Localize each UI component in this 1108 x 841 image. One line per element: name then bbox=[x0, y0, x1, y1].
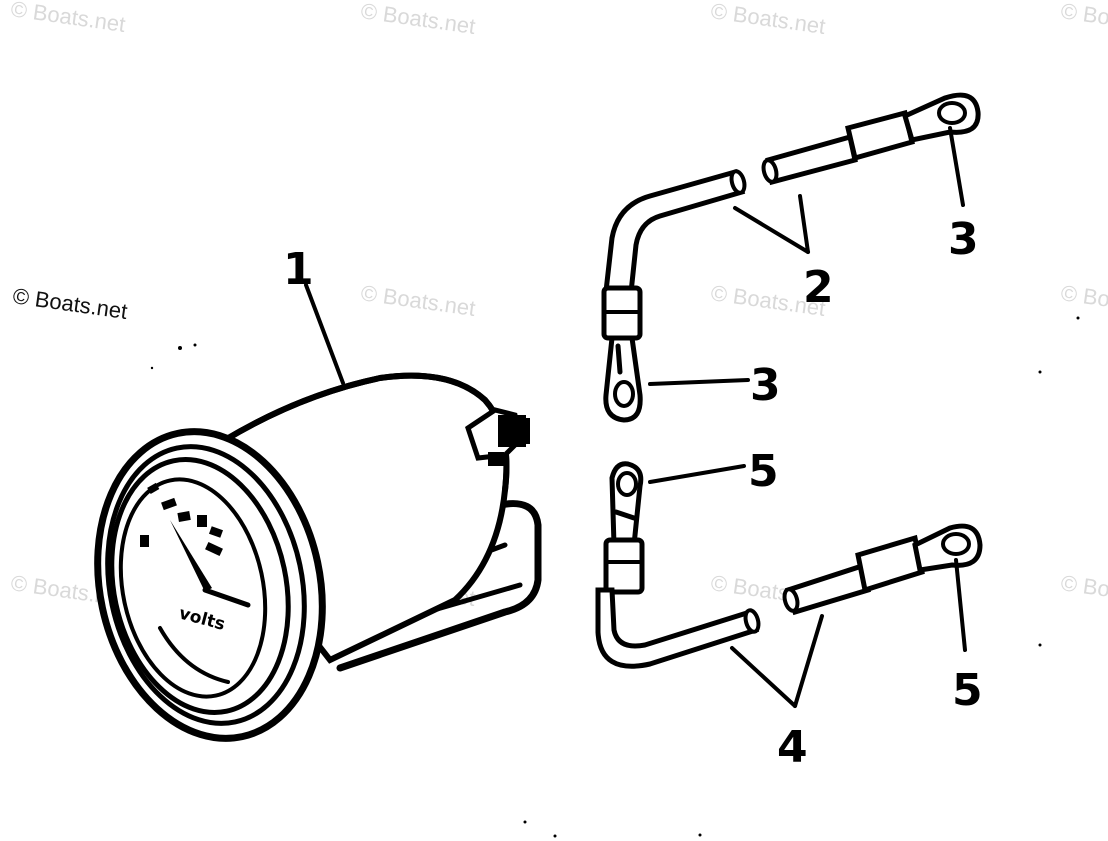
watermark: © Boats.net bbox=[11, 283, 129, 324]
print-specks bbox=[150, 316, 1080, 838]
voltmeter-gauge: volts bbox=[94, 372, 542, 742]
callout-3-middle: 3 bbox=[750, 360, 781, 411]
watermark: © Boats.net bbox=[1059, 280, 1108, 321]
callout-labels: 1 2 3 3 5 4 5 bbox=[283, 214, 983, 773]
watermark: © Boats.net bbox=[359, 0, 477, 39]
gauge-needle bbox=[170, 520, 212, 592]
dial-scale bbox=[140, 482, 224, 557]
watermark: © Boats.net bbox=[359, 280, 477, 321]
callout-5-middle: 5 bbox=[748, 446, 779, 497]
watermark: © Boats.net bbox=[9, 0, 127, 37]
callout-4: 4 bbox=[777, 722, 808, 773]
callout-5-lower: 5 bbox=[952, 665, 983, 716]
callout-1: 1 bbox=[283, 244, 314, 295]
callout-3-upper: 3 bbox=[948, 214, 979, 265]
watermark: © Boats.net bbox=[1059, 570, 1108, 611]
upper-lead-wire bbox=[601, 92, 981, 423]
callout-2: 2 bbox=[803, 262, 834, 313]
watermark: © Boats.net bbox=[709, 0, 827, 39]
leader-lines bbox=[304, 126, 967, 708]
watermark: © Boats.net bbox=[1059, 0, 1108, 39]
lower-lead-wire bbox=[595, 461, 983, 669]
